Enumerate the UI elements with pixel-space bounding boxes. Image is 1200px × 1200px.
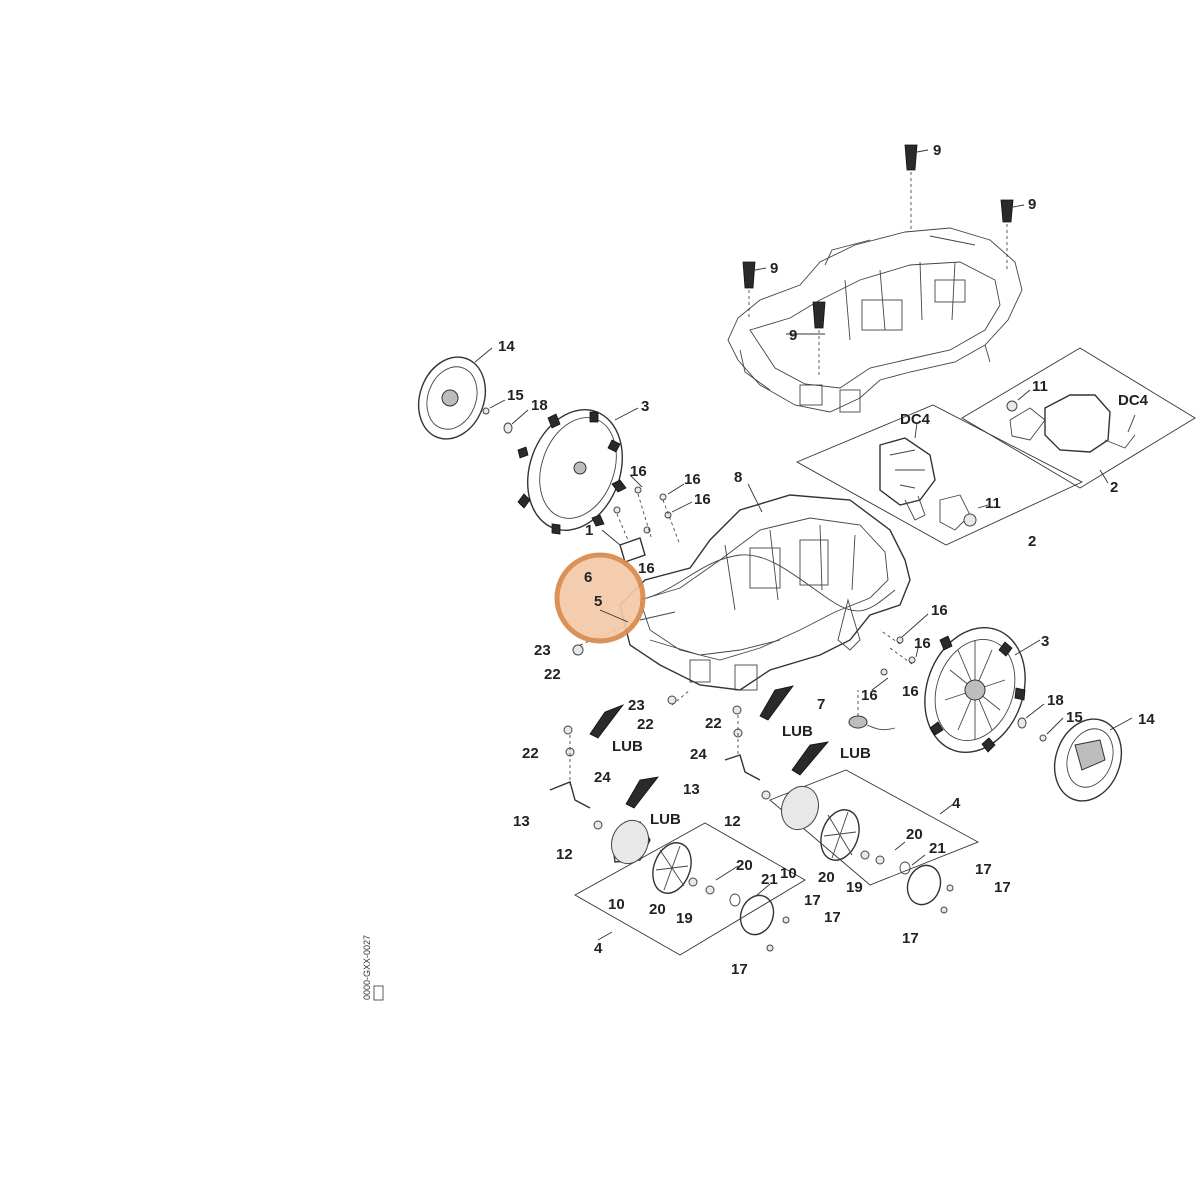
label-10: 10 <box>608 896 625 913</box>
label-1: 1 <box>585 522 593 539</box>
motor-assembly-box-left <box>795 404 1084 546</box>
label-14: 14 <box>1138 711 1155 728</box>
drive-wheel-3-left <box>517 407 639 535</box>
drawing-code-text: 0000-GXX-0027 <box>362 935 372 1000</box>
label-5: 5 <box>594 593 602 610</box>
label-lub: LUB <box>840 745 871 762</box>
label-16: 16 <box>694 491 711 508</box>
label-22: 22 <box>705 715 722 732</box>
label-4: 4 <box>952 795 961 812</box>
label-dc4: DC4 <box>1118 392 1149 409</box>
label-11: 11 <box>1032 378 1048 395</box>
label-19: 19 <box>846 879 863 896</box>
label-16: 16 <box>902 683 919 700</box>
wheel-assembly-box-left <box>574 819 806 956</box>
label-lub: LUB <box>612 738 643 755</box>
hub-cap-14-left <box>417 347 493 440</box>
screw-washer-right <box>1017 703 1064 742</box>
label-7: 7 <box>817 696 825 713</box>
label-9: 9 <box>933 142 941 159</box>
part-labels: 1 2 2 3 3 4 4 5 6 7 8 9 9 9 9 10 10 11 1… <box>498 142 1155 978</box>
lub-tubes <box>589 685 830 809</box>
label-dc4: DC4 <box>900 411 931 428</box>
label-16: 16 <box>861 687 878 704</box>
axle-parts <box>549 619 771 830</box>
label-17: 17 <box>804 892 821 909</box>
motor-assembly-box-right <box>961 347 1196 489</box>
label-17: 17 <box>902 930 919 947</box>
label-9: 9 <box>789 327 797 344</box>
label-23: 23 <box>534 642 551 659</box>
label-16: 16 <box>914 635 931 652</box>
label-15: 15 <box>507 387 524 404</box>
lower-chassis-8 <box>619 483 911 691</box>
label-17: 17 <box>994 879 1011 896</box>
bolt-9-group <box>742 144 1025 375</box>
label-19: 19 <box>676 910 693 927</box>
label-2: 2 <box>1110 479 1118 496</box>
label-24: 24 <box>690 746 707 763</box>
label-2: 2 <box>1028 533 1036 550</box>
label-4: 4 <box>594 940 603 957</box>
label-13: 13 <box>513 813 530 830</box>
drawing-code: 0000-GXX-0027 <box>362 935 384 1001</box>
label-18: 18 <box>1047 692 1064 709</box>
label-17: 17 <box>975 861 992 878</box>
tube-part-1 <box>601 529 646 563</box>
cable-loop <box>639 554 896 612</box>
label-21: 21 <box>761 871 778 888</box>
label-3: 3 <box>1041 633 1049 650</box>
label-22: 22 <box>544 666 561 683</box>
label-16: 16 <box>931 602 948 619</box>
label-17: 17 <box>824 909 841 926</box>
label-13: 13 <box>683 781 700 798</box>
label-9: 9 <box>1028 196 1036 213</box>
screws-16 <box>613 474 929 691</box>
label-17: 17 <box>731 961 748 978</box>
upper-housing <box>727 227 1023 413</box>
label-18: 18 <box>531 397 548 414</box>
hub-cap-14-right <box>1053 717 1133 802</box>
label-6: 6 <box>584 569 592 586</box>
label-15: 15 <box>1066 709 1083 726</box>
label-3: 3 <box>641 398 649 415</box>
label-20: 20 <box>649 901 666 918</box>
label-14: 14 <box>498 338 515 355</box>
label-16: 16 <box>638 560 655 577</box>
screw-washer-left <box>482 399 529 434</box>
label-8: 8 <box>734 469 742 486</box>
label-11: 11 <box>985 495 1001 512</box>
drive-wheel-3-right <box>924 626 1041 754</box>
label-lub: LUB <box>782 723 813 740</box>
label-23: 23 <box>628 697 645 714</box>
label-9: 9 <box>770 260 778 277</box>
label-20: 20 <box>818 869 835 886</box>
label-24: 24 <box>594 769 611 786</box>
label-20: 20 <box>906 826 923 843</box>
label-16: 16 <box>684 471 701 488</box>
label-lub: LUB <box>650 811 681 828</box>
label-21: 21 <box>929 840 946 857</box>
label-22: 22 <box>637 716 654 733</box>
label-12: 12 <box>724 813 741 830</box>
sensor-part-7 <box>848 690 896 731</box>
wheel-assembly-box-right <box>769 769 980 914</box>
label-20: 20 <box>736 857 753 874</box>
label-16: 16 <box>630 463 647 480</box>
label-10: 10 <box>780 865 797 882</box>
label-12: 12 <box>556 846 573 863</box>
label-22: 22 <box>522 745 539 762</box>
